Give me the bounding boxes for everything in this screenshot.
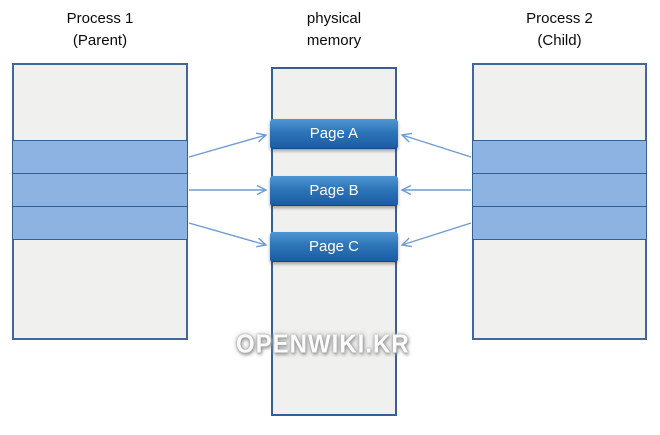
child-band-page-b [472, 173, 647, 207]
child-title-line1: Process 2 [526, 10, 593, 27]
arrow-parent-to-page-c [188, 222, 268, 248]
page-c-box: Page C [270, 232, 398, 262]
parent-band-page-c [12, 206, 188, 240]
parent-band-page-b [12, 173, 188, 207]
openwiki-watermark: OPENWIKI.KR [236, 329, 410, 360]
parent-title-line2: (Parent) [72, 32, 128, 49]
memory-title-line1: physical [306, 10, 362, 27]
child-title-line2: (Child) [537, 32, 582, 49]
parent-title-line1: Process 1 [66, 10, 134, 27]
child-band-page-a [472, 140, 647, 174]
arrow-child-to-page-a [400, 132, 472, 158]
memory-title-line2: memory [306, 32, 362, 49]
page-b-box: Page B [270, 176, 398, 206]
parent-band-page-a [12, 140, 188, 174]
page-a-box: Page A [270, 119, 398, 149]
child-band-page-c [472, 206, 647, 240]
arrow-parent-to-page-a [188, 132, 268, 158]
arrow-child-to-page-c [400, 222, 472, 248]
physical-memory-title: physical memory [271, 8, 397, 52]
parent-process-title: Process 1 (Parent) [12, 8, 188, 52]
child-process-title: Process 2 (Child) [472, 8, 647, 52]
